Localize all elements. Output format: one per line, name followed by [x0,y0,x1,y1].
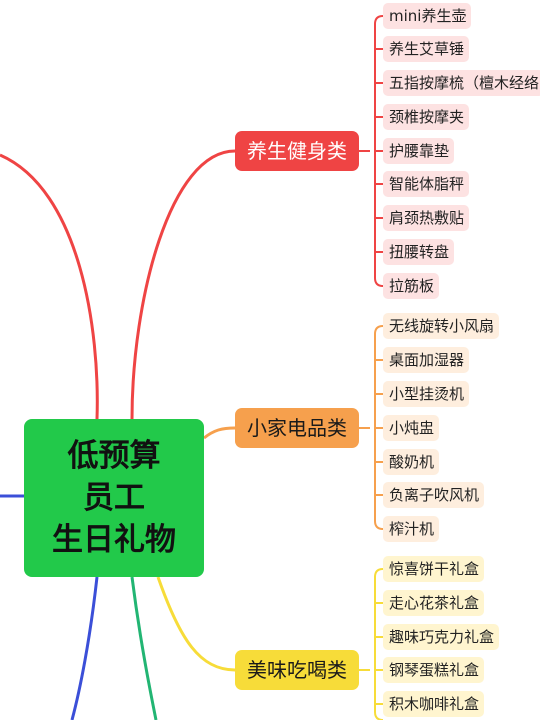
leaf-health-5[interactable]: 护腰靠垫 [383,138,455,164]
central-topic-line-2: 员工 [83,480,145,516]
edge-offscreen-bottom-green [130,576,158,720]
leaf-food-4[interactable]: 钢琴蛋糕礼盒 [383,657,485,683]
leaf-health-2[interactable]: 养生艾草锤 [383,36,470,62]
leaf-food-1[interactable]: 惊喜饼干礼盒 [383,556,485,582]
edge-offscreen-bottom-blue [70,576,99,720]
leaf-health-4[interactable]: 颈椎按摩夹 [383,104,470,130]
leaf-appliance-6[interactable]: 负离子吹风机 [383,482,485,508]
leaf-health-6[interactable]: 智能体脂秤 [383,171,470,197]
leaf-appliance-3[interactable]: 小型挂烫机 [383,381,470,407]
leaf-health-3[interactable]: 五指按摩梳（檀木经络 [383,70,540,96]
branch-food[interactable]: 美味吃喝类 [235,650,359,690]
branch-appliance[interactable]: 小家电品类 [235,408,359,448]
leaf-food-5[interactable]: 积木咖啡礼盒 [383,691,485,717]
central-topic-line-1: 低预算 [67,438,161,474]
leaf-health-8[interactable]: 扭腰转盘 [383,239,455,265]
leaf-food-3[interactable]: 趣味巧克力礼盒 [383,624,500,650]
food-leaf-connectors [359,568,384,720]
appliance-leaf-connectors [359,325,384,530]
leaf-appliance-5[interactable]: 酸奶机 [383,449,440,475]
branch-health[interactable]: 养生健身类 [235,131,359,171]
edge-offscreen-top [0,153,99,420]
leaf-food-2[interactable]: 走心花茶礼盒 [383,590,485,616]
leaf-appliance-1[interactable]: 无线旋转小风扇 [383,313,500,339]
leaf-appliance-7[interactable]: 榨汁机 [383,516,440,542]
leaf-appliance-4[interactable]: 小炖盅 [383,415,440,441]
leaf-health-9[interactable]: 拉筋板 [383,273,440,299]
leaf-appliance-2[interactable]: 桌面加湿器 [383,347,470,373]
edge-center-appliance [203,426,236,440]
edge-center-health [130,149,236,420]
leaf-health-1[interactable]: mini养生壶 [383,3,472,29]
central-topic-line-3: 生日礼物 [52,522,176,558]
health-leaf-connectors [359,15,384,287]
central-topic[interactable]: 低预算 员工 生日礼物 [24,419,204,577]
edge-center-food [156,576,236,672]
leaf-health-7[interactable]: 肩颈热敷贴 [383,205,470,231]
